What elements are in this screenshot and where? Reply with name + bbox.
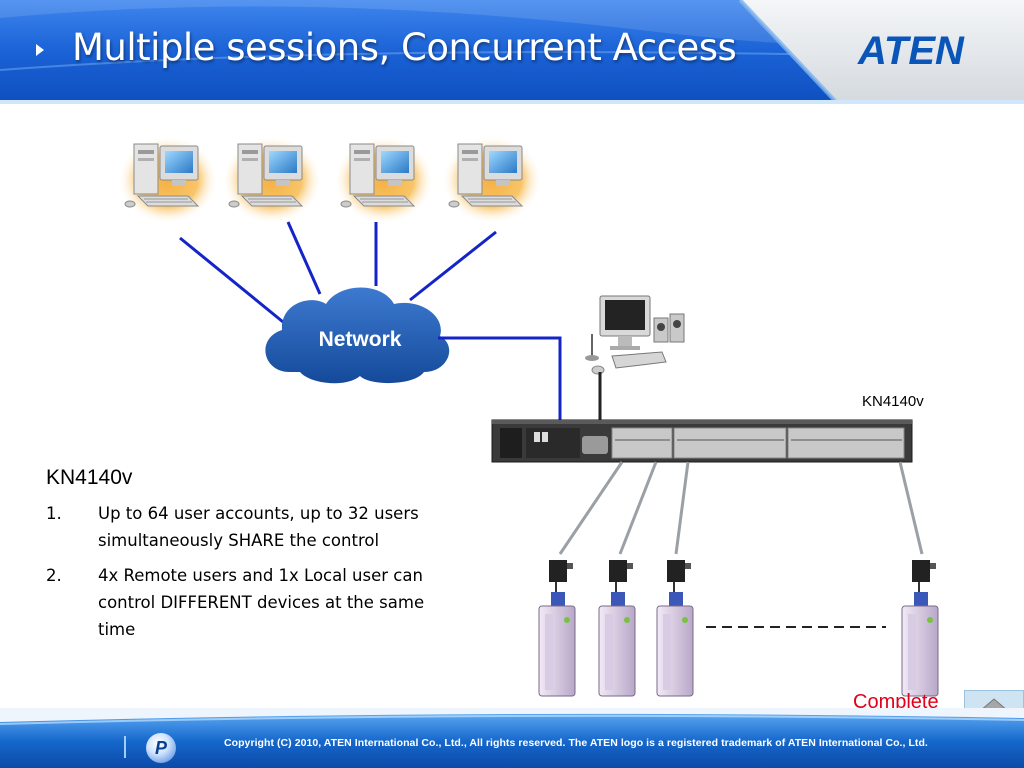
list-item-text: 4x Remote users and 1x Local user can co… xyxy=(98,566,425,639)
list-item-number: 2. xyxy=(46,566,62,585)
list-item-text: Up to 64 user accounts, up to 32 users s… xyxy=(98,504,419,550)
slide-title: Multiple sessions, Concurrent Access xyxy=(72,26,737,69)
aten-logo-text: ATEN xyxy=(857,29,965,72)
link-network-switch xyxy=(438,336,562,432)
remote-pc-2 xyxy=(221,135,323,225)
network-label: Network xyxy=(319,328,402,351)
network-diagram: Network xyxy=(117,135,939,697)
copyright-text: Copyright (C) 2010, ATEN International C… xyxy=(224,737,928,749)
header-bar: Multiple sessions, Concurrent Access ATE… xyxy=(0,0,1024,104)
title-bullet-icon xyxy=(36,44,44,56)
list-item: 2. 4x Remote users and 1x Local user can… xyxy=(46,562,466,643)
link-switch-server-1 xyxy=(558,461,624,555)
header-background xyxy=(0,0,1024,104)
link-switch-server-3 xyxy=(674,461,690,555)
info-panel: KN4140v 1. Up to 64 user accounts, up to… xyxy=(46,466,466,651)
kn4140v-switch xyxy=(491,419,913,463)
link-pc-2 xyxy=(286,221,322,295)
list-item-number: 1. xyxy=(46,504,62,523)
link-switch-server-4 xyxy=(898,461,924,555)
link-pc-4 xyxy=(409,230,497,302)
footer-divider xyxy=(124,736,126,758)
server-3 xyxy=(656,559,694,697)
server-2 xyxy=(598,559,636,697)
list-item: 1. Up to 64 user accounts, up to 32 user… xyxy=(46,500,466,554)
server-1 xyxy=(538,559,576,697)
remote-pc-4 xyxy=(441,135,543,225)
footer-logo-icon: P xyxy=(146,733,176,763)
info-title: KN4140v xyxy=(46,466,133,489)
complete-link[interactable]: Complete xyxy=(853,691,939,713)
link-pc-1 xyxy=(179,236,289,328)
remote-pc-3 xyxy=(333,135,435,225)
aten-logo: ATEN xyxy=(857,29,965,72)
server-4 xyxy=(901,559,939,697)
network-cloud: Network xyxy=(265,287,450,384)
local-console xyxy=(585,295,685,375)
remote-pc-1 xyxy=(117,135,219,225)
switch-label: KN4140v xyxy=(862,393,924,410)
link-switch-server-2 xyxy=(618,461,658,555)
